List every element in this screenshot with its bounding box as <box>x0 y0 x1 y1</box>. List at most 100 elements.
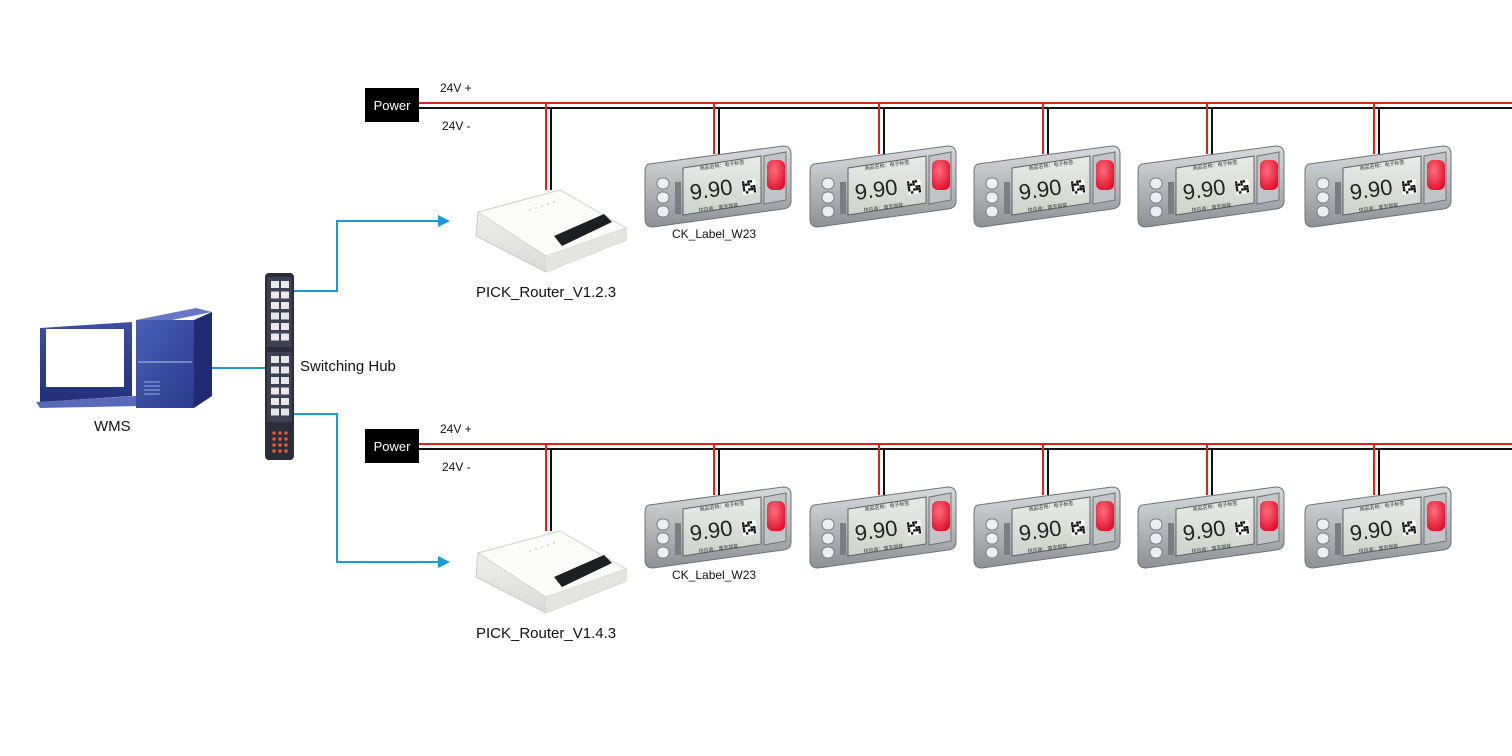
qr-code-icon <box>1401 520 1418 536</box>
label-price: 9.90 <box>853 174 899 205</box>
negative-wire-label-1: 24V - <box>442 119 471 133</box>
label-price: 9.90 <box>1017 515 1063 546</box>
hub-port <box>281 377 289 384</box>
hub-led <box>284 443 288 447</box>
qr-code-icon <box>1401 179 1418 195</box>
label-price: 9.90 <box>1017 174 1063 205</box>
hub-led <box>272 443 276 447</box>
router-display <box>554 555 612 587</box>
label-side-button <box>656 177 670 190</box>
label-lcd-screen <box>682 496 762 557</box>
label-side-button <box>821 518 835 531</box>
label-side-button <box>821 546 835 559</box>
router-icon[interactable] <box>475 530 628 614</box>
confirm-button-icon[interactable] <box>932 160 950 190</box>
hub-led <box>284 431 288 435</box>
positive-wire-label-1: 24V + <box>440 81 472 95</box>
label-side-button <box>656 205 670 218</box>
qr-code-icon <box>1070 179 1087 195</box>
hub-led <box>278 443 282 447</box>
label-lcd-screen <box>1175 496 1255 557</box>
switching-hub-icon[interactable] <box>265 273 294 460</box>
label-side-button <box>1316 177 1330 190</box>
label-side-button <box>1316 532 1330 545</box>
router-icon[interactable] <box>475 189 628 273</box>
confirm-button-icon[interactable] <box>1260 160 1278 190</box>
wms-label: WMS <box>94 418 131 435</box>
positive-wire-label-2: 24V + <box>440 422 472 436</box>
qr-code-icon <box>741 520 758 536</box>
confirm-button-icon[interactable] <box>932 501 950 531</box>
hub-port <box>281 291 289 299</box>
hub-port <box>271 398 279 405</box>
hub-port <box>271 323 279 330</box>
qr-code-icon <box>1234 520 1251 536</box>
label-side-button <box>1149 546 1163 559</box>
qr-code-icon <box>906 520 923 536</box>
hub-port <box>271 291 279 299</box>
label-price: 9.90 <box>688 174 734 205</box>
label-side-button <box>1149 532 1163 545</box>
confirm-button-icon[interactable] <box>1096 501 1114 531</box>
label-side-button <box>1316 518 1330 531</box>
confirm-button-icon[interactable] <box>1260 501 1278 531</box>
hub-port <box>271 377 279 384</box>
hub-port <box>281 356 289 363</box>
label-side-button <box>1149 191 1163 204</box>
power-network-2: 商品名称：电子标签9.90供应商：雷克智能商品名称：电子标签9.90供应商：雷克… <box>419 443 1512 614</box>
label-lcd-screen <box>1011 155 1091 216</box>
label-side-button <box>656 546 670 559</box>
power-box-1: Power <box>365 88 419 122</box>
label-caption-2: CK_Label_W23 <box>672 568 757 582</box>
power-box-2: Power <box>365 429 419 463</box>
hub-led <box>284 449 288 453</box>
hub-port <box>281 398 289 405</box>
confirm-button-icon[interactable] <box>1427 160 1445 190</box>
label-price: 9.90 <box>853 515 899 546</box>
hub-port <box>271 312 279 320</box>
label-price: 9.90 <box>1348 174 1394 205</box>
label-side-button <box>656 518 670 531</box>
label-caption-1: CK_Label_W23 <box>672 227 757 241</box>
hub-led <box>278 449 282 453</box>
hub-port <box>281 281 289 288</box>
label-side-button <box>985 532 999 545</box>
hub-led <box>272 449 276 453</box>
hub-led <box>278 437 282 441</box>
power-network-1: 商品名称：电子标签9.90供应商：雷克智能商品名称：电子标签9.90供应商：雷克… <box>419 102 1512 273</box>
qr-code-icon <box>1234 179 1251 195</box>
label-lcd-screen <box>1342 496 1422 557</box>
label-price: 9.90 <box>1181 174 1227 205</box>
hub-router-link-1 <box>294 220 440 292</box>
label-side-button <box>821 532 835 545</box>
label-side-button <box>1316 546 1330 559</box>
wms-computer-icon[interactable] <box>36 308 212 408</box>
hub-port <box>281 366 289 374</box>
hub-port <box>271 333 279 341</box>
network-links <box>212 215 450 568</box>
arrow-head-icon <box>438 215 450 227</box>
hub-label: Switching Hub <box>300 358 396 375</box>
label-side-button <box>656 191 670 204</box>
router-label-1: PICK_Router_V1.2.3 <box>476 284 617 301</box>
label-side-button <box>985 191 999 204</box>
hub-led <box>284 437 288 441</box>
hub-router-link-2 <box>294 413 440 563</box>
label-side-button <box>821 205 835 218</box>
confirm-button-icon[interactable] <box>767 501 785 531</box>
confirm-button-icon[interactable] <box>1427 501 1445 531</box>
confirm-button-icon[interactable] <box>1096 160 1114 190</box>
label-lcd-screen <box>1342 155 1422 216</box>
confirm-button-icon[interactable] <box>767 160 785 190</box>
